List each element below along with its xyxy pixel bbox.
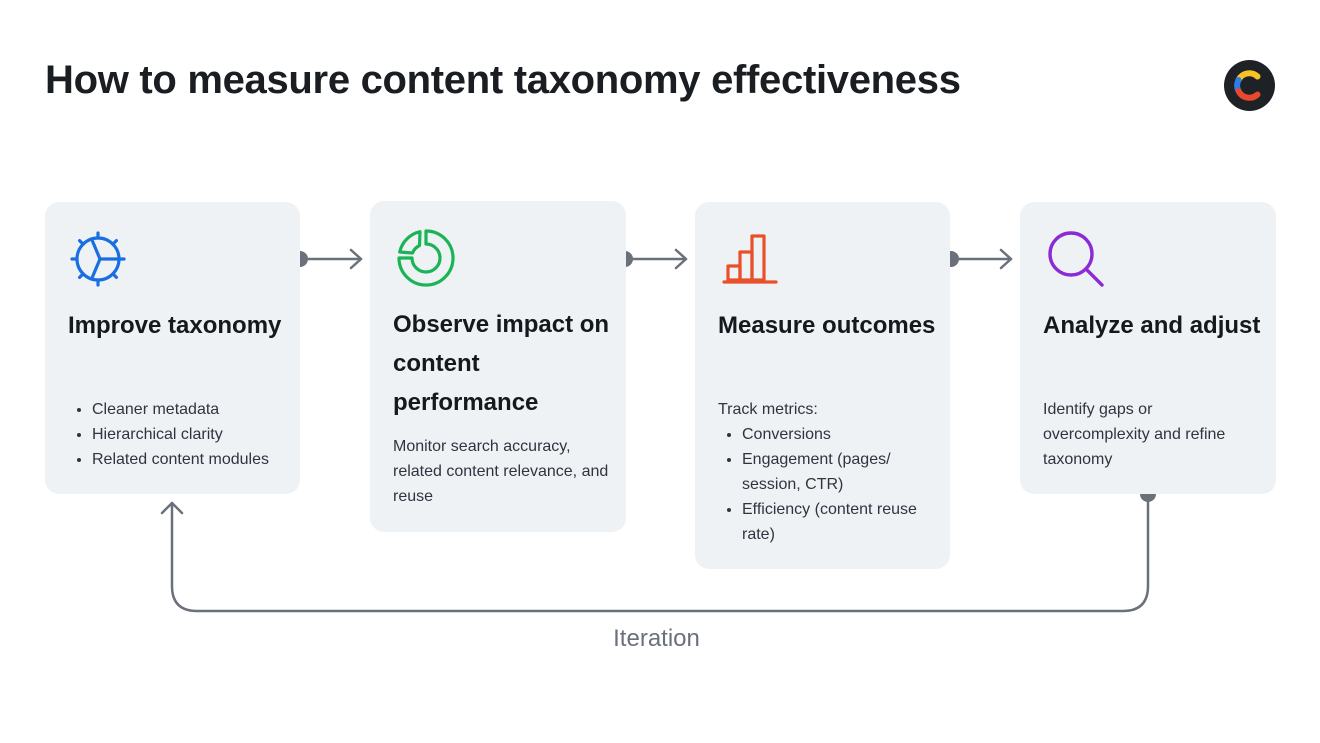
list-item: Engagement (pages/ session, CTR) [742,447,936,497]
step-title: Observe impact on content performance [393,311,610,416]
gear-icon [70,231,126,287]
donut-chart-icon [397,229,455,287]
step-body: Identify gaps or overcomplexity and refi… [1043,397,1262,472]
list-item: Cleaner metadata [92,397,286,422]
step-card-improve-taxonomy: Improve taxonomy Cleaner metadata Hierar… [45,202,300,494]
list-item: Conversions [742,422,936,447]
iteration-loop-arrow [160,492,1150,613]
list-item: Related content modules [92,447,286,472]
iteration-label: Iteration [613,625,700,652]
step-card-measure-outcomes: Measure outcomes Track metrics: Conversi… [695,202,950,569]
arrow-3-to-4 [949,248,1013,270]
step-card-observe-impact: Observe impact on content performance Mo… [370,201,626,532]
step-description: Monitor search accuracy, related content… [393,438,609,505]
page-title: How to measure content taxonomy effectiv… [45,58,961,102]
bar-chart-icon [722,234,778,284]
step-body: Cleaner metadata Hierarchical clarity Re… [68,397,286,472]
list-item: Efficiency (content reuse rate) [742,497,936,547]
step-body: Monitor search accuracy, related content… [393,434,612,509]
step-title: Improve taxonomy [68,312,282,339]
list-item: Hierarchical clarity [92,422,286,447]
arrow-1-to-2 [298,248,363,270]
step-intro: Track metrics: [718,401,818,418]
c-logo-icon [1224,60,1275,111]
step-title: Analyze and adjust [1043,312,1261,339]
step-card-analyze-adjust: Analyze and adjust Identify gaps or over… [1020,202,1276,494]
step-description: Identify gaps or overcomplexity and refi… [1043,401,1226,468]
step-title: Measure outcomes [718,312,936,339]
step-body: Track metrics: Conversions Engagement (p… [718,397,936,547]
magnifier-icon [1048,231,1104,287]
arrow-2-to-3 [623,248,688,270]
